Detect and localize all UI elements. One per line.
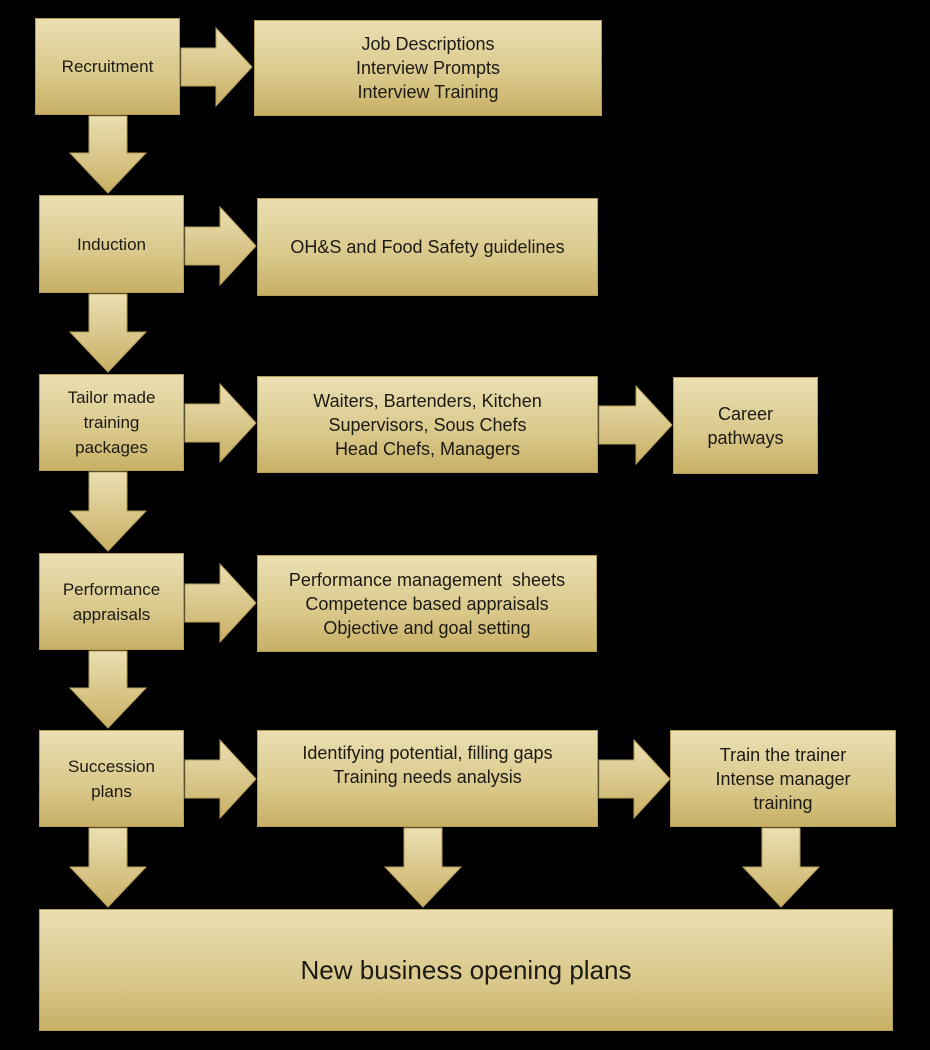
- succession-details: Identifying potential, filling gaps Trai…: [257, 730, 598, 827]
- arrow-right-icon: [598, 738, 671, 820]
- final-label: New business opening plans: [300, 955, 632, 985]
- detail-line: Performance management sheets: [288, 569, 566, 590]
- detail-line: Interview Training: [357, 82, 499, 102]
- detail-line: Job Descriptions: [361, 34, 495, 54]
- stage-label: Induction: [77, 234, 146, 254]
- arrow-down-icon: [741, 827, 821, 908]
- detail-line: pathways: [707, 427, 784, 448]
- recruitment-details: Job Descriptions Interview Prompts Inter…: [254, 20, 602, 116]
- arrow-right-icon: [180, 26, 253, 108]
- career-pathways: Career pathways: [673, 377, 818, 474]
- detail-line: Identifying potential, filling gaps: [302, 743, 553, 763]
- stage-training: Tailor made training packages: [39, 374, 184, 471]
- detail-line: Head Chefs, Managers: [334, 438, 521, 459]
- detail-line: Train the trainer: [719, 744, 847, 765]
- stage-performance: Performance appraisals: [39, 553, 184, 650]
- stage-label: plans: [91, 781, 132, 801]
- arrow-down-icon: [68, 115, 148, 194]
- stage-label: Performance: [62, 579, 161, 599]
- training-details: Waiters, Bartenders, Kitchen Supervisors…: [257, 376, 598, 473]
- stage-label: Succession: [68, 756, 155, 776]
- detail-line: Objective and goal setting: [323, 617, 531, 638]
- arrow-down-icon: [68, 293, 148, 373]
- stage-label: Recruitment: [61, 57, 154, 76]
- induction-details: OH&S and Food Safety guidelines: [257, 198, 598, 296]
- stage-label: training: [83, 413, 140, 432]
- detail-line: Waiters, Bartenders, Kitchen: [313, 390, 542, 411]
- stage-label: appraisals: [72, 604, 151, 624]
- arrow-right-icon: [184, 562, 257, 644]
- stage-label: Tailor made: [67, 388, 156, 407]
- detail-line: training: [753, 792, 813, 813]
- arrow-right-icon: [184, 382, 257, 464]
- arrow-down-icon: [383, 827, 463, 908]
- stage-succession: Succession plans: [39, 730, 184, 827]
- detail-line: Intense manager: [715, 768, 851, 789]
- arrow-right-icon: [184, 205, 257, 287]
- detail-line: Training needs analysis: [333, 767, 522, 787]
- stage-label: packages: [75, 438, 148, 457]
- stage-recruitment: Recruitment: [35, 18, 180, 115]
- detail-line: OH&S and Food Safety guidelines: [290, 237, 565, 257]
- stage-induction: Induction: [39, 195, 184, 293]
- detail-line: Interview Prompts: [355, 58, 501, 78]
- final-outcome: New business opening plans: [39, 909, 893, 1031]
- trainer-training: Train the trainer Intense manager traini…: [670, 730, 896, 827]
- performance-details: Performance management sheets Competence…: [257, 555, 597, 652]
- arrow-down-icon: [68, 650, 148, 729]
- arrow-down-icon: [68, 471, 148, 552]
- detail-line: Supervisors, Sous Chefs: [328, 414, 527, 435]
- detail-line: Competence based appraisals: [305, 593, 549, 614]
- arrow-down-icon: [68, 827, 148, 908]
- detail-line: Career: [717, 403, 774, 424]
- arrow-right-icon: [184, 738, 257, 820]
- arrow-right-icon: [598, 384, 673, 466]
